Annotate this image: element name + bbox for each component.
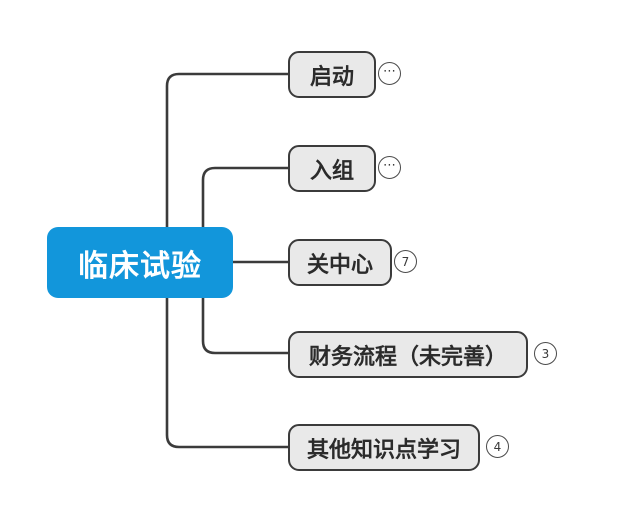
badge-count-caiwuliucheng-text: 3 [541,346,550,361]
badge-count-guanzhongxin-text: 7 [401,254,410,269]
node-qidong-label: 启动 [309,64,354,90]
badge-count-guanzhongxin[interactable]: 7 [394,250,417,273]
node-guanzhongxin[interactable]: 关中心 [288,239,392,286]
badge-collapsed-qidong-text: ⋯ [383,64,396,79]
node-qitazhishidian[interactable]: 其他知识点学习 [288,424,480,471]
root-node-clinical-trial[interactable]: 临床试验 [47,227,233,298]
badge-collapsed-ruzu-text: ⋯ [383,158,396,173]
badge-count-qitazhishidian[interactable]: 4 [486,435,509,458]
node-ruzu-label: 入组 [309,158,354,184]
node-guanzhongxin-label: 关中心 [306,252,373,278]
node-ruzu[interactable]: 入组 [288,145,376,192]
node-caiwuliucheng[interactable]: 财务流程（未完善） [288,331,528,378]
badge-collapsed-qidong[interactable]: ⋯ [378,62,401,85]
badge-count-caiwuliucheng[interactable]: 3 [534,342,557,365]
badge-collapsed-ruzu[interactable]: ⋯ [378,156,401,179]
badge-count-qitazhishidian-text: 4 [493,439,502,454]
node-caiwuliucheng-label: 财务流程（未完善） [308,344,507,370]
node-qidong[interactable]: 启动 [288,51,376,98]
node-qitazhishidian-label: 其他知识点学习 [306,437,461,463]
root-node-label: 临床试验 [78,248,202,284]
